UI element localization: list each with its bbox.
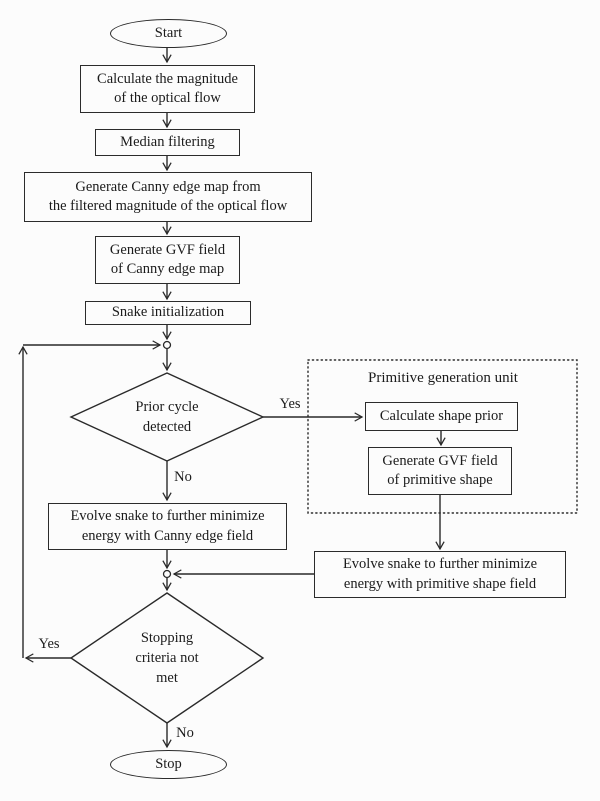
process-gvf-primitive: Generate GVF field of primitive shape — [368, 447, 512, 495]
stop-terminator: Stop — [110, 750, 227, 779]
decision-prior-cycle — [69, 372, 265, 462]
junction-1 — [162, 340, 172, 350]
label-no-stopping: No — [176, 724, 194, 741]
label-yes-stopping: Yes — [38, 635, 60, 652]
label-yes-prior: Yes — [279, 395, 301, 412]
process-calc-magnitude: Calculate the magnitude of the optical f… — [80, 65, 255, 113]
start-terminator: Start — [110, 19, 227, 48]
primitive-unit-box — [307, 359, 578, 514]
primitive-unit-title: Primitive generation unit — [368, 369, 518, 386]
process-canny-edge-map: Generate Canny edge map from the filtere… — [24, 172, 312, 222]
process-evolve-primitive: Evolve snake to further minimize energy … — [314, 551, 566, 598]
decision-prior-cycle-label: Prior cycle detected — [135, 399, 199, 435]
label-no-prior: No — [174, 468, 192, 485]
decision-stopping-criteria — [69, 592, 265, 724]
process-evolve-canny: Evolve snake to further minimize energy … — [48, 503, 287, 550]
process-calc-shape-prior: Calculate shape prior — [365, 402, 518, 431]
junction-2 — [162, 569, 172, 579]
decision-stopping-label: Stopping criteria not met — [135, 630, 199, 686]
process-median-filtering: Median filtering — [95, 129, 240, 156]
process-gvf-canny: Generate GVF field of Canny edge map — [95, 236, 240, 284]
process-snake-init: Snake initialization — [85, 301, 251, 325]
